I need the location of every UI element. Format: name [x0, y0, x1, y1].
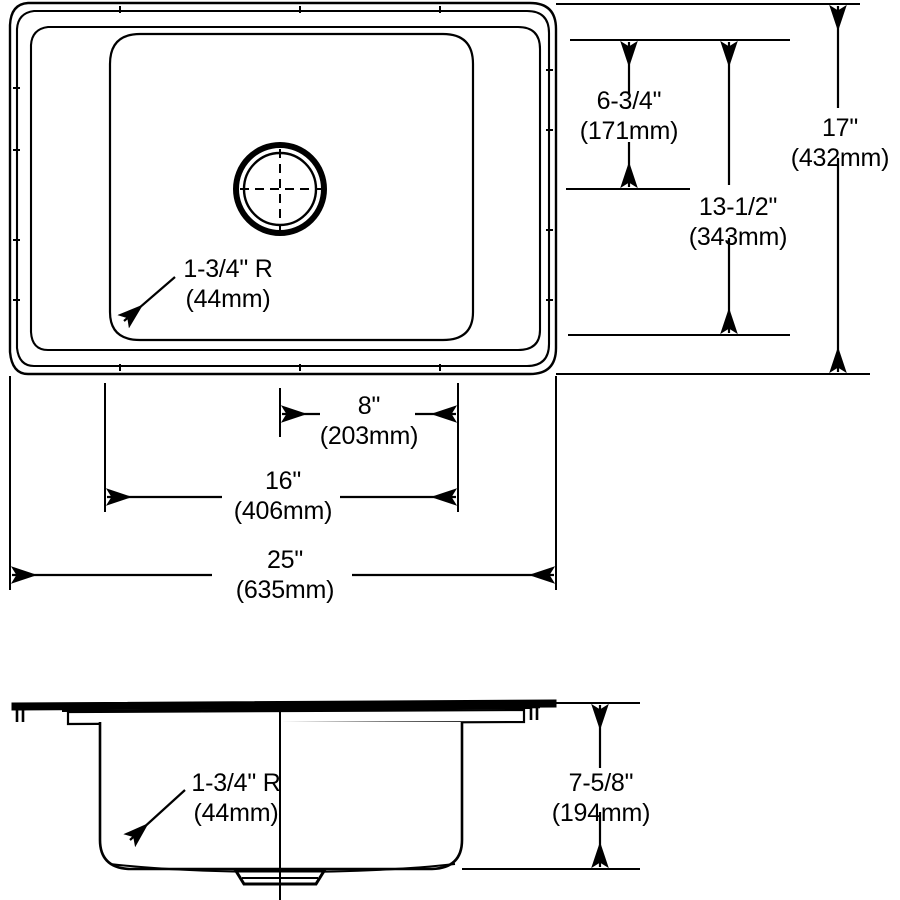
- horizontal-dimension-group: [9, 376, 557, 590]
- dim-label-8: 8" (203mm): [319, 392, 419, 450]
- radius-leader-line-section: [123, 789, 186, 848]
- top-view: [8, 1, 558, 376]
- radius-leader-line-top: [117, 276, 176, 329]
- dim-label-6-3-4: 6-3/4" (171mm): [579, 87, 679, 145]
- dim-label-17: 17" (432mm): [790, 114, 890, 172]
- dim-label-16: 16" (406mm): [233, 467, 333, 525]
- drain-centerlines: [240, 149, 322, 231]
- mounting-clip-right: [528, 705, 540, 720]
- sink-rim-inner-line: [15, 9, 551, 368]
- radius-callout-section-view: 1-3/4" R (44mm): [191, 769, 281, 827]
- dim-label-25: 25" (635mm): [235, 546, 335, 604]
- vertical-dimension-group: [556, 3, 870, 375]
- rim-seam-ticks: [13, 6, 553, 371]
- dim-label-7-5-8: 7-5/8" (194mm): [551, 769, 651, 827]
- section-view: [11, 699, 640, 900]
- mounting-clip-left: [14, 707, 26, 722]
- dim-label-13-1-2: 13-1/2" (343mm): [688, 193, 788, 251]
- section-rim-top-plate: [11, 699, 557, 711]
- sink-rim-third-line: [29, 25, 542, 352]
- section-rim-underline-1: [61, 707, 531, 712]
- radius-callout-top-view: 1-3/4" R (44mm): [183, 255, 273, 313]
- section-rim-lip: [66, 708, 526, 726]
